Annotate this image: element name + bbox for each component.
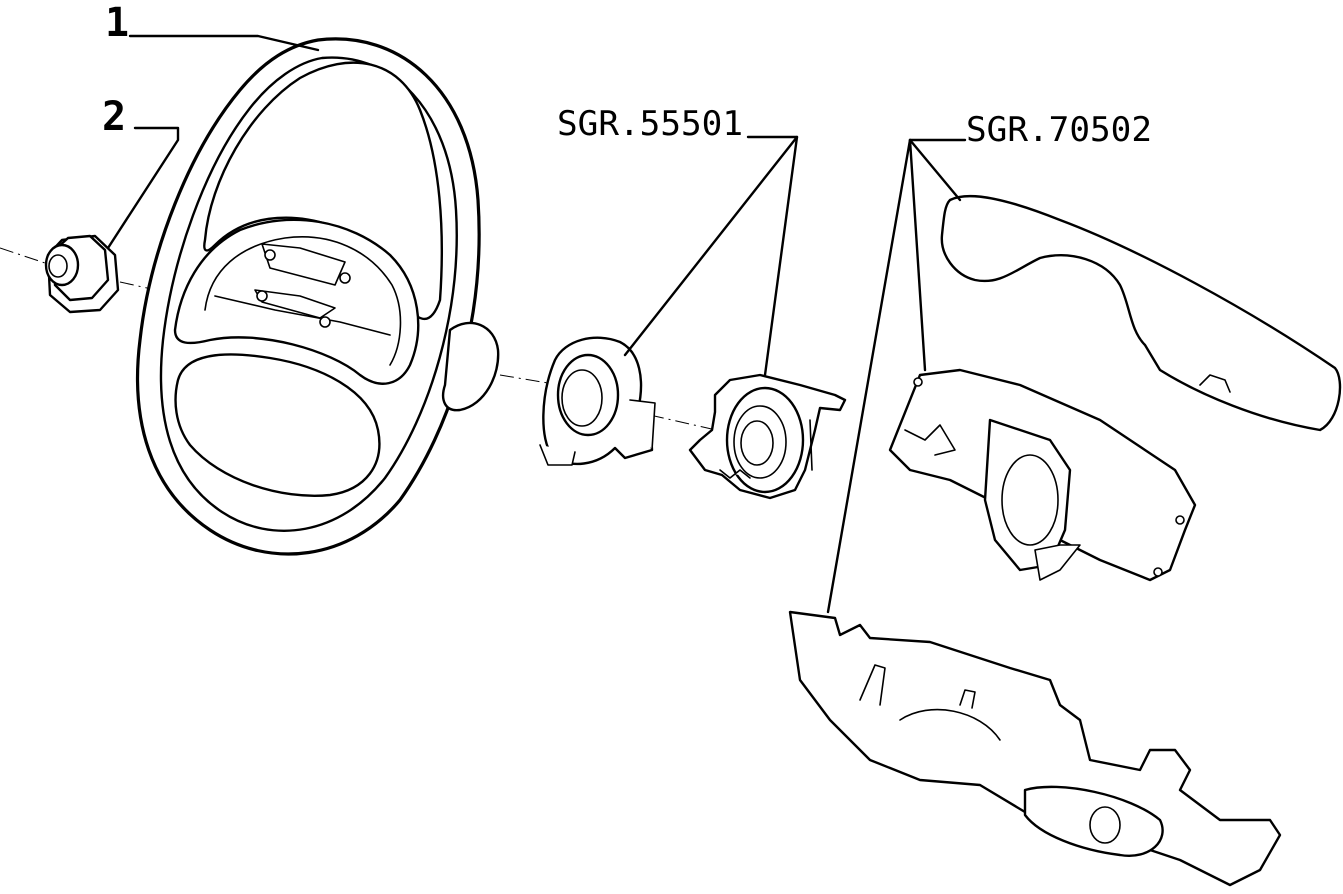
hub-nut [44,234,120,314]
item-2-label: 2 [102,94,126,140]
leader-lines [106,34,967,614]
clock-spring [688,373,847,500]
item-1-label: 1 [105,0,129,46]
contact-sleeve [539,336,656,466]
center-axis-line [0,247,761,441]
steering-wheel [136,37,500,556]
upper-column-cover [940,194,1342,432]
ref-sgr-55501-label: SGR.55501 [557,104,743,144]
column-switch-housing [888,368,1197,582]
ref-sgr-70502-label: SGR.70502 [966,110,1152,150]
lower-column-cover [788,610,1282,887]
